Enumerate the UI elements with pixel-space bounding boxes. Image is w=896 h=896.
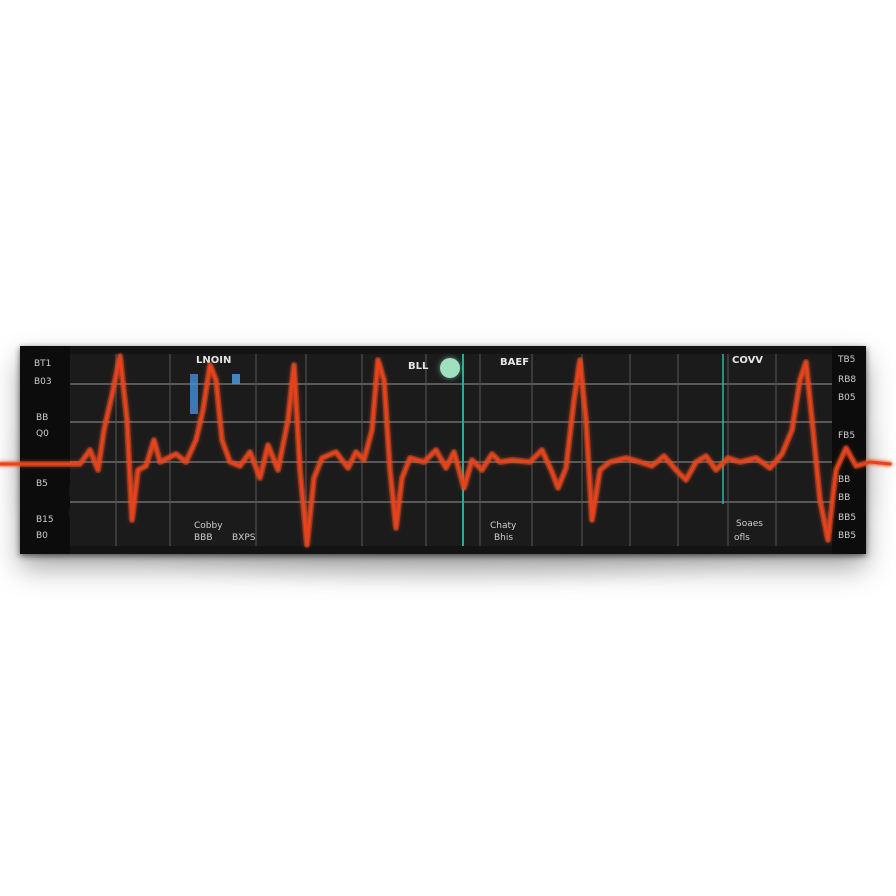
bottom-label: ofls <box>734 533 750 543</box>
right-axis-label: RB8 <box>838 375 857 385</box>
right-axis-label: B05 <box>838 393 856 403</box>
blue-marker <box>232 374 240 384</box>
left-axis-label: BB <box>36 413 49 423</box>
right-axis-label: BB <box>838 493 851 503</box>
left-axis-label: B0 <box>36 531 48 541</box>
left-axis-label: B03 <box>34 377 52 387</box>
teal-cursor-line <box>722 354 724 504</box>
ecg-monitor-panel: BT1 B03 BB Q0 B5 B15 B0 LNOIN BLL BAEF C… <box>20 346 866 554</box>
right-axis-rail: TB5 RB8 B05 FB5 BB BB BB5 BB5 <box>832 346 866 554</box>
left-axis-label: B5 <box>36 479 48 489</box>
grid-lines <box>70 354 832 546</box>
blue-marker <box>190 374 198 414</box>
bottom-label: Chaty <box>490 521 517 531</box>
bottom-label: BXPS <box>232 533 256 543</box>
header-label-covv: COVV <box>732 355 764 366</box>
bottom-label: Soaes <box>736 519 763 529</box>
green-status-dot-icon <box>440 358 460 378</box>
right-axis-label: BB5 <box>838 531 857 541</box>
bottom-label: Bhis <box>494 533 514 543</box>
right-axis-label: BB5 <box>838 513 857 523</box>
left-axis-label: BT1 <box>34 359 52 369</box>
bottom-label: Cobby <box>194 521 223 531</box>
teal-cursor-line <box>462 354 464 546</box>
left-axis-label: Q0 <box>36 429 49 439</box>
ecg-plot-area: LNOIN BLL BAEF COVV Cobby BBB BXPS Chaty… <box>70 354 832 546</box>
bottom-label: BBB <box>194 533 213 543</box>
right-axis-label: TB5 <box>838 355 856 365</box>
header-label-baef: BAEF <box>500 357 530 368</box>
right-axis-label: FB5 <box>838 431 856 441</box>
header-label-bll: BLL <box>408 361 429 372</box>
ecg-grid-and-trace <box>70 354 832 546</box>
right-axis-label: BB <box>838 475 851 485</box>
left-axis-label: B15 <box>36 515 54 525</box>
left-control-rail: BT1 B03 BB Q0 B5 B15 B0 <box>20 346 70 554</box>
header-label-lnoin: LNOIN <box>196 355 232 366</box>
